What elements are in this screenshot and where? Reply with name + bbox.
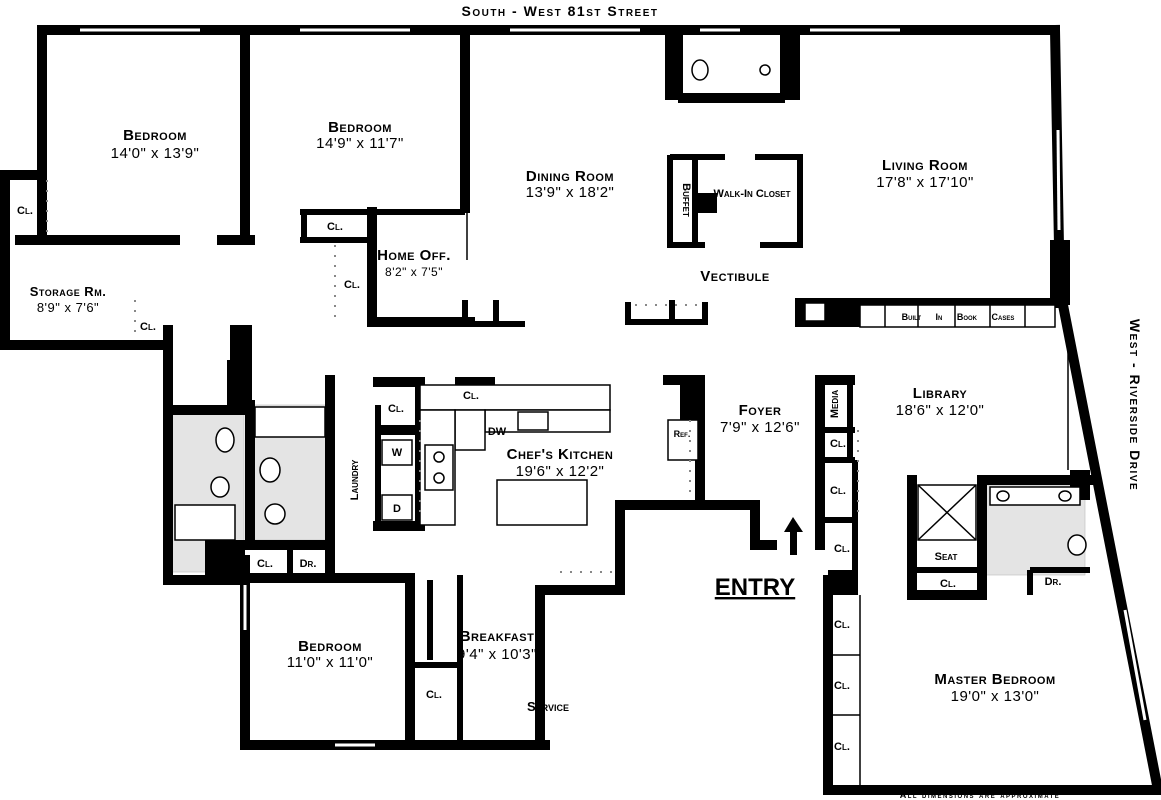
bedroom-nw-dims: 14'0" x 13'9" [111,145,200,162]
storage-room-dims: 8'9" x 7'6" [37,300,99,315]
refrigerator-label: Ref. [674,429,691,439]
dining-room-dims: 13'9" x 18'2" [526,184,615,201]
foyer-dims: 7'9" x 12'6" [720,419,800,436]
closet-label: Cl. [834,680,850,692]
street-label-right: West - Riverside Drive [1127,319,1143,491]
living-room-name: Living Room [882,157,968,174]
bedroom-n-name: Bedroom [328,119,392,136]
book-cases-label: Built In Book Cases [902,312,1015,322]
dresser-label: Dr. [300,558,317,570]
laundry-label: Laundry [349,459,361,500]
closet-label: Cl. [834,543,850,555]
fixture-labels: Cl. Cl. Cl. Cl. Cl. Cl. Cl. DW W D Ref. … [17,205,1061,753]
dining-room-name: Dining Room [526,168,614,185]
walk-in-closet-label: Walk-In Closet [714,188,791,200]
closet-label: Cl. [426,689,442,701]
bedroom-nw-name: Bedroom [123,127,187,144]
master-bedroom-name: Master Bedroom [934,671,1055,688]
street-label-top: South - West 81st Street [461,3,658,19]
closet-label: Cl. [830,485,846,497]
living-room-dims: 17'8" x 17'10" [876,174,974,191]
closet-label: Cl. [327,221,343,233]
breakfast-dims: 9'4" x 10'3" [457,646,537,663]
closet-label: Cl. [140,321,156,333]
dresser-label: Dr. [1045,576,1062,588]
storage-room-name: Storage Rm. [30,284,107,299]
breakfast-name: Breakfast [460,628,535,645]
kitchen-name: Chef's Kitchen [507,446,614,463]
foyer-name: Foyer [739,402,782,419]
interior-walls [2,25,1095,790]
seat-label: Seat [935,551,958,563]
bedroom-n-dims: 14'9" x 11'7" [316,135,404,152]
master-bedroom-dims: 19'0" x 13'0" [951,688,1040,705]
closet-doors [46,180,859,573]
vestibule-label: Vectibule [700,268,770,285]
closet-label: Cl. [830,438,846,450]
dishwasher-label: DW [488,426,507,438]
closet-label: Cl. [834,619,850,631]
bedroom-sw-name: Bedroom [298,638,362,655]
home-office-name: Home Off. [377,247,451,264]
closet-label: Cl. [940,578,956,590]
closet-label: Cl. [344,279,360,291]
media-label: Media [829,390,841,418]
closet-label: Cl. [230,381,246,393]
closet-label: Cl. [257,558,273,570]
washer-label: W [392,447,403,459]
entry-label: ENTRY [715,574,795,601]
footer-note: All dimensions are approximate [900,790,1061,800]
closet-label: Cl. [463,390,479,402]
closet-label: Cl. [388,403,404,415]
closet-label: Cl. [834,741,850,753]
closet-label: Cl. [17,205,33,217]
home-office-dims: 8'2" x 7'5" [385,265,443,279]
bedroom-sw-dims: 11'0" x 11'0" [287,654,374,671]
kitchen-dims: 19'6" x 12'2" [516,463,605,480]
dryer-label: D [393,503,401,515]
service-label: Service [527,699,569,714]
buffet-label: Buffet [680,183,692,217]
windows [80,28,1147,747]
library-dims: 18'6" x 12'0" [896,402,985,419]
library-name: Library [913,385,968,402]
